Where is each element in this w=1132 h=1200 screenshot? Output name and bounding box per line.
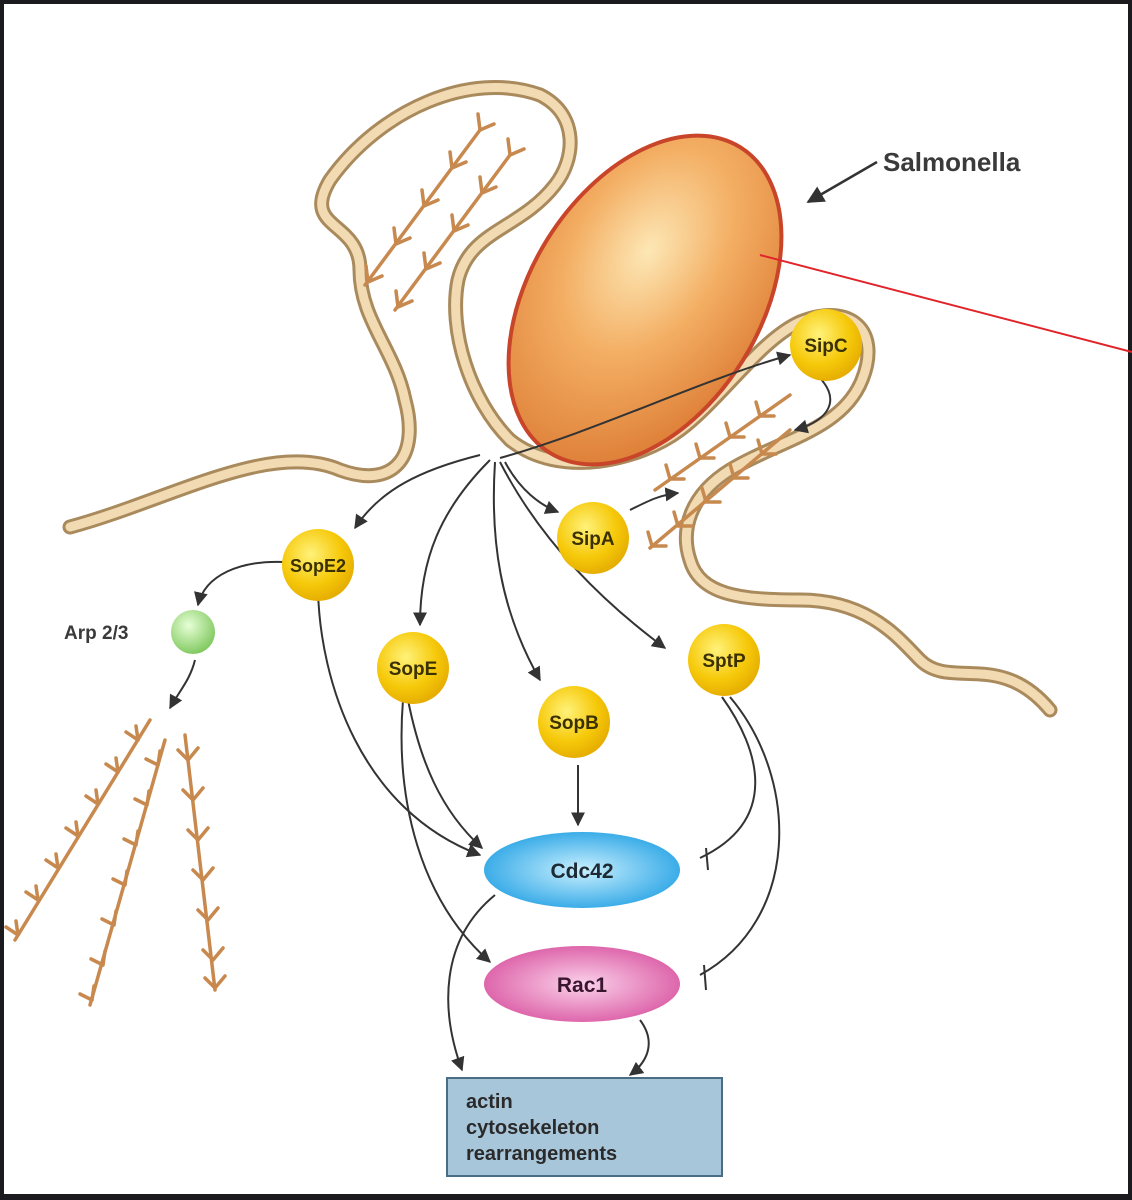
outcome-line-3: rearrangements <box>466 1143 617 1165</box>
salmonella-label: Salmonella <box>883 147 1021 177</box>
cdc42-node: Cdc42 <box>484 832 680 908</box>
rac1-node: Rac1 <box>484 946 680 1022</box>
salmonella-bacterium <box>506 133 784 467</box>
effector-sptp: SptP <box>688 624 760 696</box>
outcome-line-2: cytosekeleton <box>466 1117 599 1139</box>
sptp-label: SptP <box>702 651 746 672</box>
host-cell-membrane <box>62 80 1058 718</box>
actin-rearrangement-box: actin cytosekeleton rearrangements <box>446 1077 723 1177</box>
cdc42-label: Cdc42 <box>550 860 613 883</box>
sope-label: SopE <box>389 659 438 680</box>
sipc-label: SipC <box>804 336 848 357</box>
sope2-label: SopE2 <box>290 556 346 576</box>
zoom-pointer-line <box>759 254 1132 353</box>
actin-filaments-ruffle-left <box>363 112 526 312</box>
effector-sopb: SopB <box>538 686 610 758</box>
effector-sope2: SopE2 <box>282 529 354 601</box>
rac1-label: Rac1 <box>557 974 608 997</box>
effector-sope: SopE <box>377 632 449 704</box>
sptp-inhibition-lines <box>699 696 781 991</box>
arp23-node <box>171 610 215 654</box>
sipa-label: SipA <box>571 529 615 550</box>
effector-sipa: SipA <box>557 502 629 574</box>
outcome-line-1: actin <box>466 1091 513 1113</box>
actin-filaments-arp <box>4 718 227 1007</box>
actin-filaments-ruffle-right <box>646 393 792 550</box>
salmonella-label-arrow <box>806 160 878 204</box>
effector-arrows <box>169 351 832 1076</box>
arp23-label: Arp 2/3 <box>64 623 128 644</box>
effector-sipc: SipC <box>790 309 862 381</box>
sopb-label: SopB <box>549 713 599 734</box>
